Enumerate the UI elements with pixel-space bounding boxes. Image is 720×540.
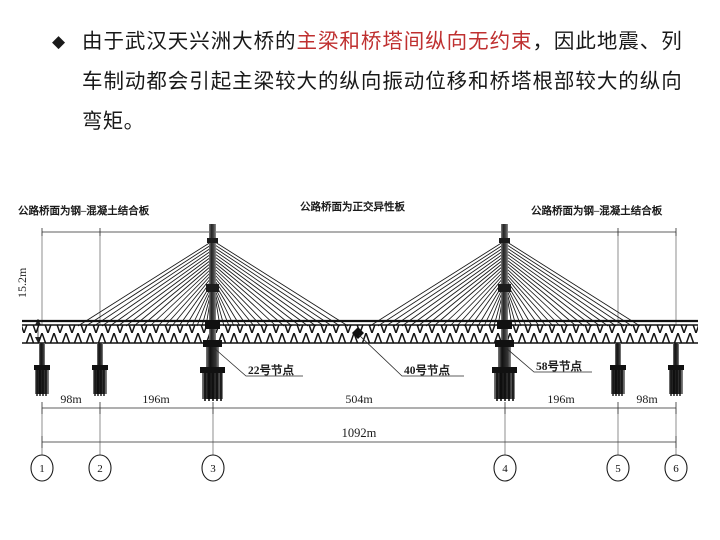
- pier-1: [34, 343, 50, 396]
- span-label-4: 196m: [547, 392, 575, 406]
- pier-3-tower-base: [200, 347, 225, 401]
- span-label-2: 196m: [142, 392, 170, 406]
- bullet-paragraph-text: 由于武汉天兴洲大桥的主梁和桥塔间纵向无约束，因此地震、列车制动都会引起主梁较大的…: [82, 22, 682, 142]
- tower-left: [203, 224, 222, 347]
- midspan-node-marker: [352, 327, 364, 339]
- node-callout-40: 40号节点: [358, 334, 464, 377]
- bullet-diamond-icon: ◆: [52, 32, 66, 51]
- pier-marker-3-label: 3: [210, 463, 216, 475]
- pier-marker-4-label: 4: [502, 463, 508, 475]
- node-callout-40-label: 40号节点: [404, 363, 450, 377]
- total-span-label: 1092m: [342, 426, 377, 440]
- pier-marker-3: 3: [201, 454, 225, 482]
- pier-2: [92, 343, 108, 396]
- pier-marker-1-label: 1: [39, 463, 45, 475]
- tower-right: [495, 224, 514, 347]
- cable-stays-tower-right: [369, 241, 641, 327]
- node-callout-58-label: 58号节点: [536, 359, 582, 373]
- paragraph-segment-0: 由于武汉天兴洲大桥的: [82, 31, 297, 53]
- bullet-paragraph-block: ◆ 由于武汉天兴洲大桥的主梁和桥塔间纵向无约束，因此地震、列车制动都会引起主梁较…: [52, 22, 682, 142]
- pier-marker-6-label: 6: [673, 463, 679, 475]
- pier-marker-6: 6: [664, 454, 688, 482]
- paragraph-segment-highlight: 主梁和桥塔间纵向无约束: [296, 31, 533, 53]
- pier-marker-5: 5: [606, 454, 630, 482]
- node-callout-58: 58号节点: [505, 347, 592, 373]
- total-span-dimension: 1092m: [41, 426, 677, 448]
- span-label-5: 98m: [636, 392, 658, 406]
- node-callout-22-label: 22号节点: [248, 363, 294, 377]
- span-label-1: 98m: [60, 392, 82, 406]
- deck-type-label-right: 公路桥面为钢–混凝土结合板: [531, 204, 663, 217]
- pier-marker-5-label: 5: [615, 463, 621, 475]
- pier-marker-1: 1: [30, 454, 54, 482]
- pier-5: [610, 343, 626, 396]
- pier-marker-2: 2: [88, 454, 112, 482]
- paragraph-segment-2: ，因此地震、列车制动都会引起主梁较大的纵向振动位移和桥塔根部较大的纵向弯矩。: [82, 31, 682, 133]
- bullet-row: ◆ 由于武汉天兴洲大桥的主梁和桥塔间纵向无约束，因此地震、列车制动都会引起主梁较…: [52, 22, 682, 142]
- deck-type-label-center: 公路桥面为正交异性板: [300, 200, 405, 213]
- pier-marker-4: 4: [493, 454, 517, 482]
- pier-marker-2-label: 2: [97, 463, 103, 475]
- bridge-elevation-diagram: 公路桥面为钢–混凝土结合板 公路桥面为正交异性板 公路桥面为钢–混凝土结合板 1…: [0, 180, 720, 520]
- deck-type-label-left: 公路桥面为钢–混凝土结合板: [18, 204, 150, 217]
- node-callout-22: 22号节点: [213, 347, 303, 377]
- span-dimension-chain: 98m 196m 504m 196m 98m: [41, 392, 677, 414]
- girder-height-label: 15.2m: [15, 267, 29, 298]
- pier-4-tower-base: [492, 347, 517, 401]
- pier-6: [668, 343, 684, 396]
- span-label-3: 504m: [345, 392, 373, 406]
